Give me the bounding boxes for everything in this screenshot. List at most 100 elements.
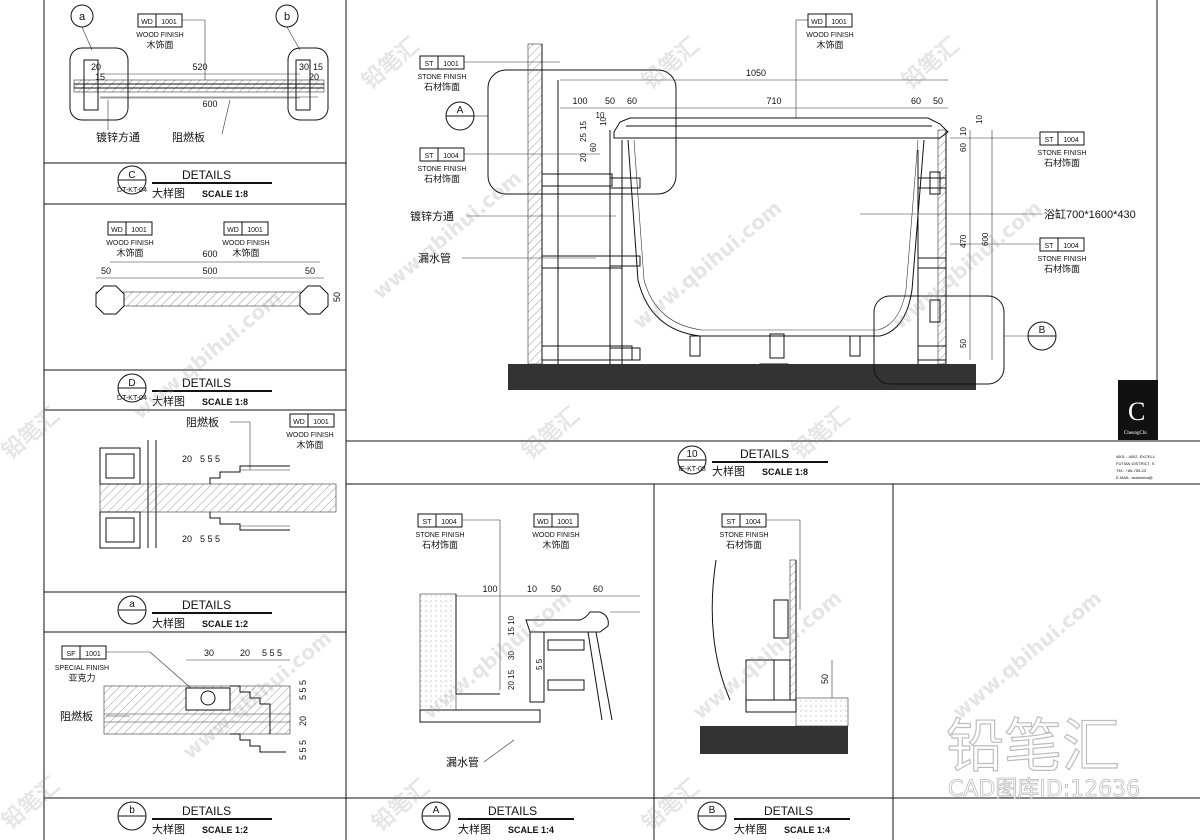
panel-rail-section: a b WD 1001 WOOD FINISH 木饰面 20 15 520 60… <box>69 4 329 144</box>
brand-watermark-cn: 铅笔汇 <box>946 712 1120 780</box>
stone-cn-main2: 石材饰面 <box>424 173 460 184</box>
fire-board-a: 阻燃板 <box>60 709 93 723</box>
dim-c-50c: 50 <box>332 292 342 302</box>
title-detail-b-lower: b DETAILS 大样图 SCALE 1:2 <box>117 801 272 836</box>
detail-b-cn: 大样图 <box>152 822 185 836</box>
detail-c-scale: SCALE 1:8 <box>202 189 248 199</box>
logo-addr2: FUTIAN DISTRICT, S <box>1116 461 1155 466</box>
detail-10-cn: 大样图 <box>712 464 745 478</box>
dim-20b: 20 <box>309 72 319 82</box>
brand-watermark-cad-id: CAD图库ID:12636 <box>948 777 1140 802</box>
dim-m-60b: 60 <box>911 96 921 106</box>
stone-finish-B: STONE FINISH <box>720 532 769 539</box>
callout-a-letter: a <box>79 11 86 23</box>
dim-m-15: 15 <box>579 121 588 130</box>
st-code-A: ST <box>423 519 433 526</box>
stone-finish-main2: STONE FINISH <box>418 166 467 173</box>
special-finish-label: SPECIAL FINISH <box>55 665 109 672</box>
st-num-main4: 1004 <box>1063 243 1079 250</box>
wood-finish-main: WOOD FINISH <box>806 32 853 39</box>
brand-watermark: 铅笔汇 CAD图库ID:12636 <box>945 711 1140 802</box>
bathtub-label: 浴缸700*1600*430 <box>1044 207 1136 221</box>
dim-600: 600 <box>202 99 217 109</box>
wd-num-main: 1001 <box>831 19 847 26</box>
dim-a-555v: 5 5 5 <box>298 680 308 700</box>
dim-c-50b: 50 <box>305 266 315 276</box>
wd-number: 1001 <box>161 19 177 26</box>
fire-board-d: 阻燃板 <box>186 415 219 429</box>
logo-initials: C <box>1128 397 1145 426</box>
dim-m-60v: 60 <box>589 143 598 152</box>
detail-a-title: DETAILS <box>182 598 231 612</box>
dim-m-10v: 10 <box>599 117 608 126</box>
logo-addr1: 4601 - 4602, EXCELL <box>1116 454 1156 459</box>
stone-cn-main3: 石材饰面 <box>1044 157 1080 168</box>
watermark-site-2: www.qbihui.com <box>628 195 786 333</box>
dim-d-555b: 5 5 5 <box>200 534 220 544</box>
title-detail-d: D DT-KT-04 DETAILS 大样图 SCALE 1:8 <box>117 373 272 408</box>
dim-a-555vb: 5 5 5 <box>298 740 308 760</box>
detail-A-cn: 大样图 <box>458 822 491 836</box>
dim-c-500: 500 <box>202 266 217 276</box>
dim-d-555: 5 5 5 <box>200 454 220 464</box>
detail-d-cn: 大样图 <box>152 394 185 408</box>
logo-tagline: CheungChi <box>1124 431 1147 436</box>
dim-m-10r2: 10 <box>975 115 984 124</box>
dim-30: 30 <box>299 62 309 72</box>
panel-detail-B: ST 1004 STONE FINISH 石材饰面 50 <box>700 513 849 754</box>
stone-cn-B: 石材饰面 <box>726 539 762 550</box>
dim-m-470: 470 <box>959 234 968 248</box>
dim-A-60: 60 <box>593 584 603 594</box>
watermark-site-3: www.qbihui.com <box>888 195 1046 333</box>
detail-10-scale: SCALE 1:8 <box>762 467 808 477</box>
wood-finish-c1: WOOD FINISH <box>106 240 153 247</box>
dim-a-20: 20 <box>240 648 250 658</box>
dim-c-50: 50 <box>101 266 111 276</box>
dim-A-100: 100 <box>482 584 497 594</box>
panel-bathtub-section: A B WD 1001 WOOD FINISH 木饰面 ST 1001 STON… <box>410 13 1136 390</box>
detail-B-letter: B <box>709 805 716 816</box>
sf-number: 1001 <box>85 651 101 658</box>
watermark-cn-3: 铅笔汇 <box>897 32 964 94</box>
detail-10-sheet: IE-KT-08 <box>678 466 706 473</box>
dim-m-50: 50 <box>605 96 615 106</box>
callout-B-letter: B <box>1039 325 1046 336</box>
dim-A-10: 10 <box>527 584 537 594</box>
dim-15: 15 <box>95 72 105 82</box>
acrylic-cn: 亚克力 <box>68 672 95 683</box>
dim-m-10: 10 <box>596 111 605 120</box>
dim-A-55: 5 5 <box>535 658 544 670</box>
floor-slab <box>508 364 976 390</box>
detail-c-cn: 大样图 <box>152 186 185 200</box>
wd-num-c1: 1001 <box>131 227 147 234</box>
st-code-main1: ST <box>425 61 435 68</box>
detail-c-title: DETAILS <box>182 168 231 182</box>
callout-A-letter: A <box>457 105 464 116</box>
drain-pipe-main: 漏水管 <box>418 251 451 265</box>
st-code-main4: ST <box>1045 243 1055 250</box>
dim-A-1510: 15 10 <box>507 615 516 636</box>
stone-finish-main4: STONE FINISH <box>1038 256 1087 263</box>
dim-m-100: 100 <box>572 96 587 106</box>
detail-a-cn: 大样图 <box>152 616 185 630</box>
wd-code: WD <box>141 19 153 26</box>
panel-detail-A: ST 1004 STONE FINISH 石材饰面 WD 1001 WOOD F… <box>416 513 640 769</box>
dim-m-25: 25 <box>579 133 588 142</box>
detail-d-letter: D <box>128 378 135 389</box>
st-num-main1: 1001 <box>443 61 459 68</box>
drain-pipe-A: 漏水管 <box>446 755 479 769</box>
dim-d-20: 20 <box>182 454 192 464</box>
wd-code-main: WD <box>811 19 823 26</box>
wood-cn-d: 木饰面 <box>296 439 323 450</box>
wood-cn-c1: 木饰面 <box>116 247 143 258</box>
dim-15b: 15 <box>313 62 323 72</box>
galv-tube-label: 镀锌方通 <box>96 130 140 144</box>
detail-b-scale: SCALE 1:2 <box>202 825 248 835</box>
panel-c-drawing: WD 1001 WOOD FINISH 木饰面 WD 1001 WOOD FIN… <box>95 221 342 315</box>
stone-finish-main3: STONE FINISH <box>1038 150 1087 157</box>
st-code-main3: ST <box>1045 137 1055 144</box>
wood-finish-cn: 木饰面 <box>146 39 173 50</box>
fire-board-label: 阻燃板 <box>172 130 205 144</box>
dim-a-555: 5 5 5 <box>262 648 282 658</box>
